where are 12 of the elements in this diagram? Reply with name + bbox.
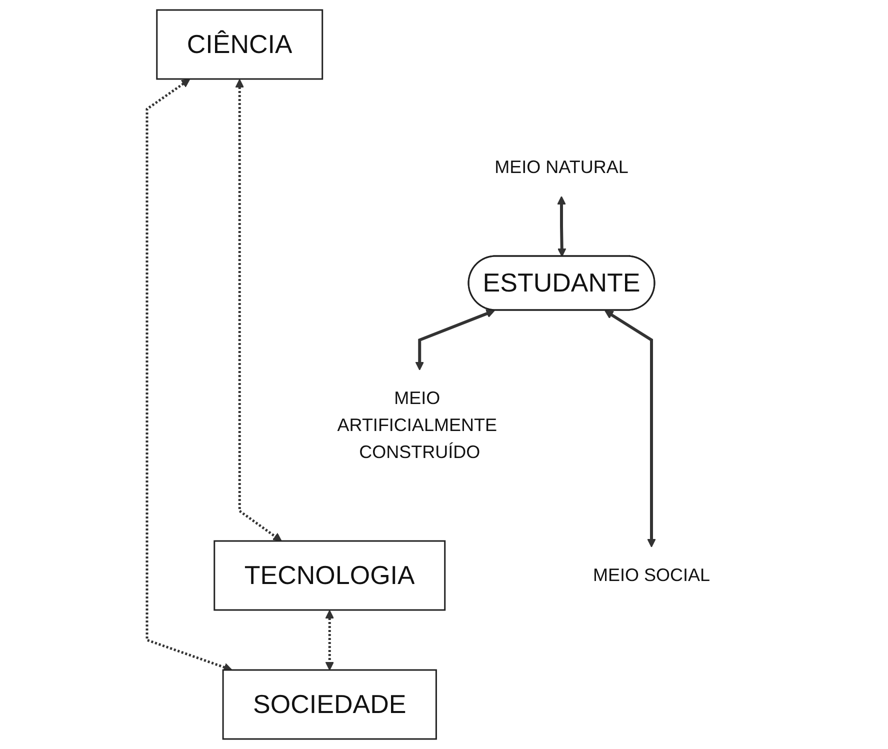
arrow [605,310,656,548]
node-box: TECNOLOGIA [214,540,446,611]
node-box: SOCIEDADE [222,669,438,740]
arrow [146,78,233,672]
arrow [558,196,567,257]
node-text: MEIO ARTIFICIALMENTE CONSTRUÍDO [338,388,498,462]
node-box: CIÊNCIA [156,9,324,80]
arrow [326,610,334,670]
node-text: MEIO NATURAL [495,157,629,177]
arrow [236,79,282,542]
node-text: MEIO SOCIAL [593,565,710,585]
arrow [416,309,496,370]
